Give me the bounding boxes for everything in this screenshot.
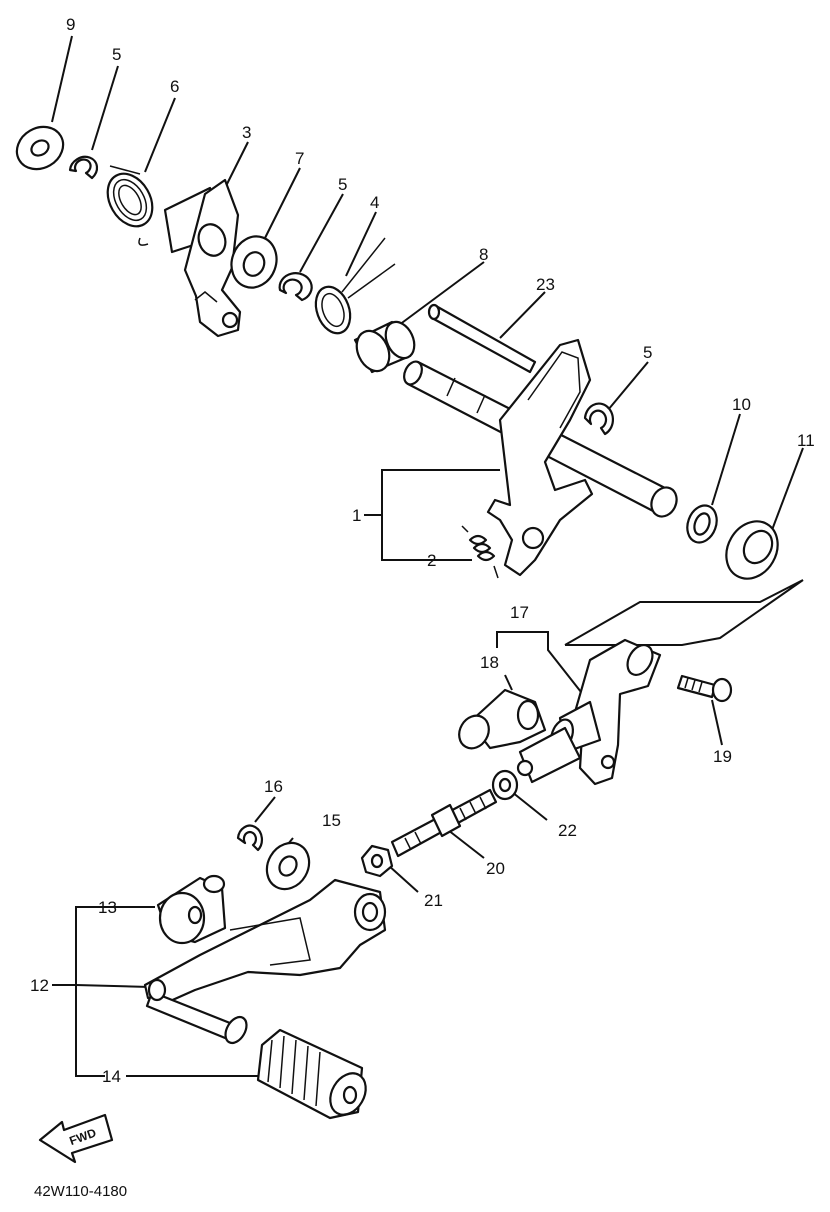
spring-part-4 bbox=[314, 237, 396, 335]
clip-part-16 bbox=[236, 824, 264, 852]
rod-end-part-18 bbox=[458, 688, 547, 750]
shift-arm-part-17 bbox=[516, 638, 662, 786]
callout-5-upper: 5 bbox=[112, 45, 121, 64]
fwd-arrow-icon: FWD bbox=[38, 1113, 114, 1164]
callout-2: 2 bbox=[427, 551, 436, 570]
pin-part-23 bbox=[427, 303, 537, 374]
callout-12: 12 bbox=[30, 976, 49, 995]
washer-part-7 bbox=[230, 235, 278, 289]
callout-20: 20 bbox=[486, 859, 505, 878]
rod-end-part-13 bbox=[156, 874, 227, 945]
nut-part-21 bbox=[360, 844, 394, 878]
shift-arm-part-3 bbox=[163, 178, 242, 338]
callout-15: 15 bbox=[322, 811, 341, 830]
collar-part-8 bbox=[353, 320, 416, 374]
callout-16: 16 bbox=[264, 777, 283, 796]
callout-23: 23 bbox=[536, 275, 555, 294]
circlip-part-5-upper bbox=[68, 155, 99, 180]
diagram-code: 42W110-4180 bbox=[34, 1183, 127, 1200]
callout-22: 22 bbox=[558, 821, 577, 840]
leader-lines bbox=[51, 35, 804, 1077]
circlip-part-5-middle bbox=[278, 272, 313, 302]
callout-labels: 9 5 6 3 7 5 4 8 23 5 10 11 1 2 17 18 19 … bbox=[30, 15, 815, 1086]
callout-1: 1 bbox=[352, 506, 361, 525]
shift-pedal-part-12 bbox=[143, 878, 387, 1045]
callout-21: 21 bbox=[424, 891, 443, 910]
callout-19: 19 bbox=[713, 747, 732, 766]
spring-part-2 bbox=[461, 525, 499, 579]
callout-18: 18 bbox=[480, 653, 499, 672]
callout-6: 6 bbox=[170, 77, 179, 96]
callout-10: 10 bbox=[732, 395, 751, 414]
circlip-part-5-lower bbox=[583, 402, 614, 436]
callout-7: 7 bbox=[295, 149, 304, 168]
oil-seal-part-11 bbox=[725, 520, 779, 580]
washer-part-15 bbox=[265, 841, 311, 891]
bolt-part-19 bbox=[676, 674, 733, 703]
callout-9: 9 bbox=[66, 15, 75, 34]
torsion-spring-part-6 bbox=[106, 165, 154, 246]
shift-shaft-part-1 bbox=[403, 338, 678, 577]
pedal-rubber-part-14 bbox=[256, 1028, 367, 1120]
washer-part-10 bbox=[686, 504, 718, 544]
callout-13: 13 bbox=[98, 898, 117, 917]
callout-8: 8 bbox=[479, 245, 488, 264]
callout-5-lower: 5 bbox=[643, 343, 652, 362]
callout-4: 4 bbox=[370, 193, 379, 212]
callout-17: 17 bbox=[510, 603, 529, 622]
washer-part-9 bbox=[15, 125, 65, 171]
adjuster-rod-part-20 bbox=[390, 788, 498, 858]
callout-5-middle: 5 bbox=[338, 175, 347, 194]
nut-part-22 bbox=[491, 769, 519, 801]
callout-3: 3 bbox=[242, 123, 251, 142]
callout-11: 11 bbox=[797, 431, 815, 450]
callout-14: 14 bbox=[102, 1067, 121, 1086]
